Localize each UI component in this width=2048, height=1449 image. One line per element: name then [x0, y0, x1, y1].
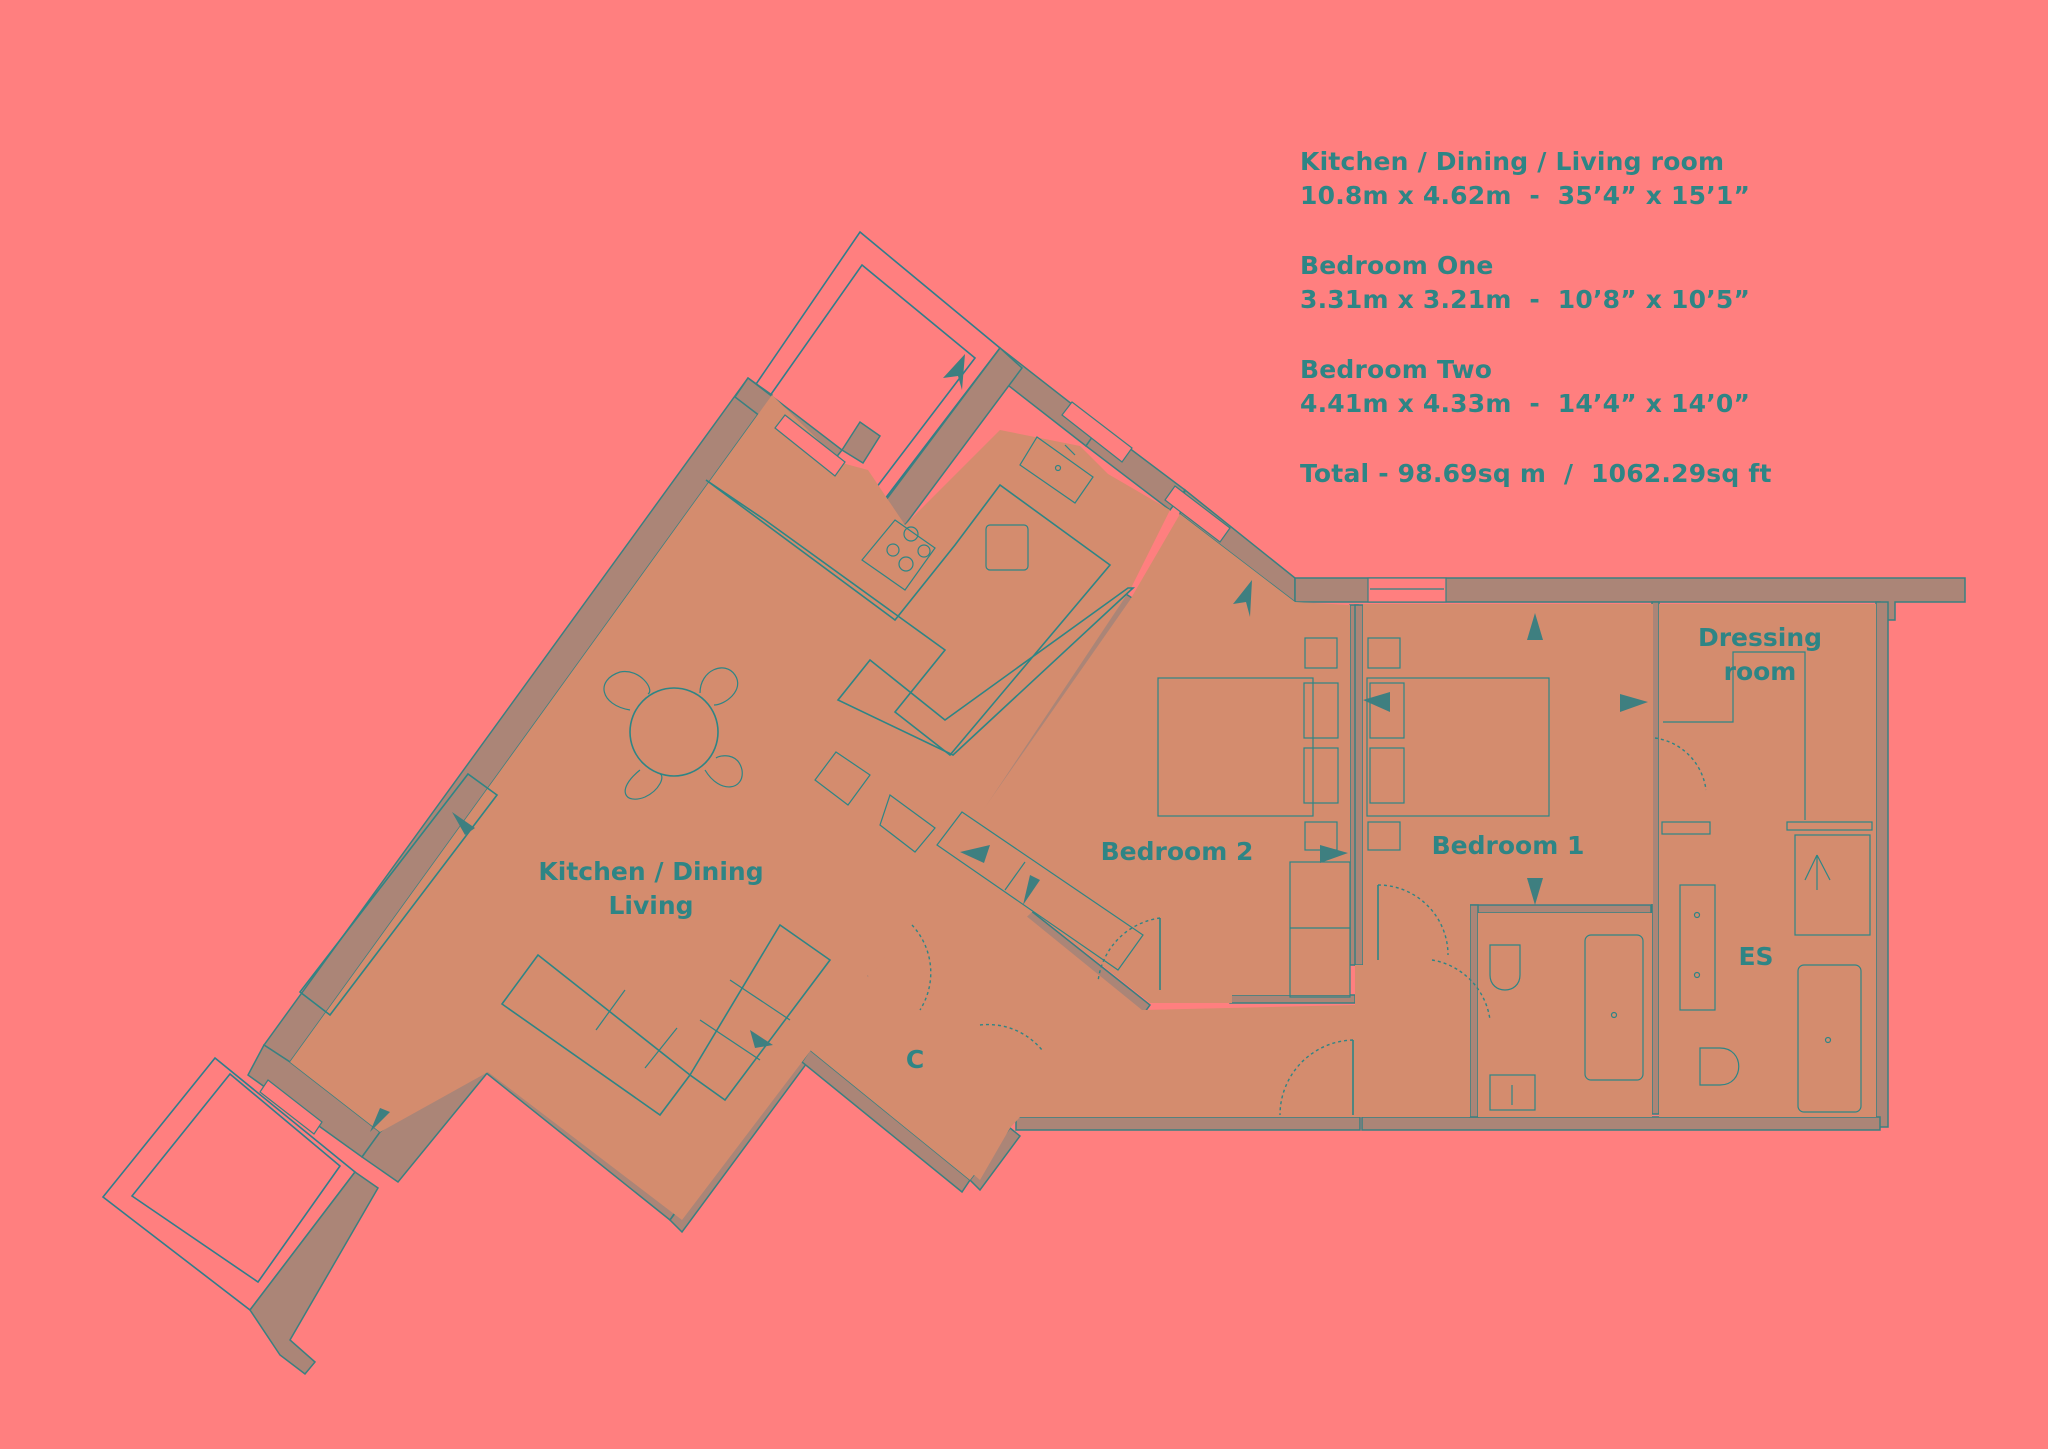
label-ensuite: ES [1738, 942, 1773, 971]
living-furniture [298, 772, 832, 1117]
basin-icon [1489, 1074, 1536, 1111]
dining-table [603, 667, 743, 800]
arrow-icon [1527, 878, 1543, 905]
spec-kitchen-dims: 10.8m x 4.62m - 35’4” x 15’1” [1300, 181, 1751, 210]
vanity-icon [1679, 884, 1716, 1011]
bathtub-icon [1797, 964, 1862, 1113]
arrow-icon [960, 845, 990, 863]
doors [911, 737, 1707, 1116]
bedroom1-furniture [1366, 637, 1550, 851]
spec-bedroom-one-dims: 3.31m x 3.21m - 10’8” x 10’5” [1300, 285, 1751, 314]
arrow-icon [452, 812, 475, 835]
arrow-icon [1620, 694, 1648, 712]
label-dressing-line1: Dressing [1698, 623, 1822, 652]
toilet-icon [1699, 1047, 1740, 1086]
floor-areas [290, 395, 1876, 1220]
bed-icon [1366, 677, 1550, 817]
bed-icon [1157, 677, 1314, 817]
arrow-icon [370, 1108, 390, 1132]
spec-kitchen: Kitchen / Dining / Living room 10.8m x 4… [1300, 145, 1772, 213]
label-bedroom2: Bedroom 2 [1101, 837, 1254, 866]
kitchen-fixtures [705, 436, 1136, 853]
direction-arrows [370, 354, 1648, 1132]
windows [259, 401, 1447, 1135]
bathtub-icon [1584, 934, 1644, 1081]
room-labels: Kitchen / Dining Living Bedroom 2 Bedroo… [538, 623, 1822, 1074]
spec-bedroom-one: Bedroom One 3.31m x 3.21m - 10’8” x 10’5… [1300, 249, 1772, 317]
spec-total-area: Total - 98.69sq m / 1062.29sq ft [1300, 459, 1772, 488]
toilet-icon [1489, 944, 1521, 991]
arrow-icon [1363, 692, 1390, 712]
shower-icon [1794, 834, 1871, 936]
label-cupboard: C [906, 1045, 924, 1074]
spec-kitchen-title: Kitchen / Dining / Living room [1300, 147, 1725, 176]
hob-icon [861, 519, 936, 591]
label-dressing-line2: room [1724, 657, 1797, 686]
appliance-icon [985, 524, 1029, 571]
label-bedroom1: Bedroom 1 [1432, 831, 1585, 860]
spec-bedroom-two-title: Bedroom Two [1300, 355, 1493, 384]
room-dimensions-legend: Kitchen / Dining / Living room 10.8m x 4… [1300, 145, 1772, 491]
spec-bedroom-two: Bedroom Two 4.41m x 4.33m - 14’4” x 14’0… [1300, 353, 1772, 421]
label-kitchen-line1: Kitchen / Dining [538, 857, 763, 886]
arrow-icon [1527, 613, 1543, 640]
label-kitchen-line2: Living [608, 891, 693, 920]
arrow-icon [1233, 580, 1252, 617]
bathroom-fixtures [1489, 934, 1644, 1111]
spec-bedroom-two-dims: 4.41m x 4.33m - 14’4” x 14’0” [1300, 389, 1751, 418]
arrow-icon [1023, 875, 1040, 905]
arrow-icon [750, 1030, 773, 1048]
ensuite-fixtures [1661, 651, 1873, 1113]
spec-bedroom-one-title: Bedroom One [1300, 251, 1494, 280]
sink-icon [1019, 436, 1094, 504]
arrow-icon [1320, 845, 1348, 863]
arrow-icon [943, 354, 965, 390]
